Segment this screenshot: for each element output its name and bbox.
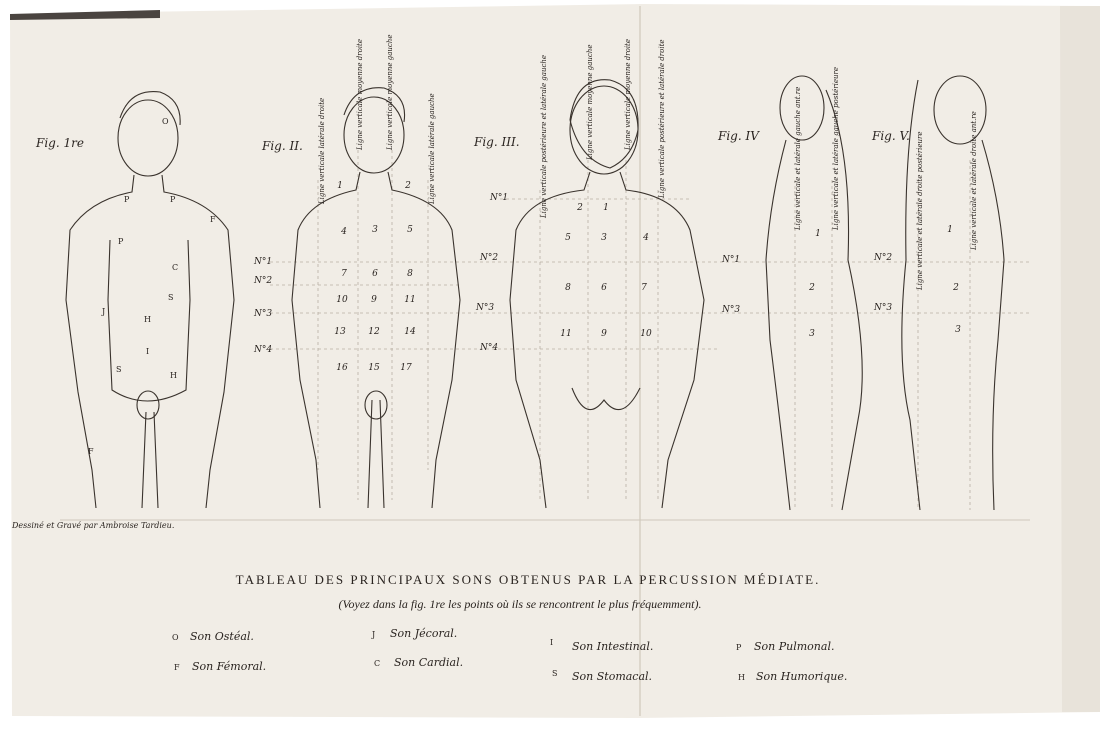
fig5-line-label: Ligne verticale et latérale droite ant.r… [970, 111, 978, 251]
fig3-line-label: Ligne verticale postérieure et latérale … [540, 55, 548, 219]
fig2-row-label: N°2 [253, 276, 272, 286]
fig1-marker: H [144, 315, 151, 324]
fig2-cell: 1 [337, 181, 343, 191]
plate-subtitle: (Voyez dans la fig. 1re les points où il… [339, 597, 702, 611]
fig3-row-label: N°4 [479, 343, 498, 353]
fig2-cell: 16 [336, 363, 348, 373]
fig3-row-label: N°3 [475, 303, 494, 313]
fig2-cell: 10 [336, 295, 348, 305]
fig3-cell: 5 [565, 233, 571, 243]
fig1-marker: P [118, 237, 124, 246]
fig1-marker: S [116, 365, 121, 374]
legend-label: Son Ostéal. [190, 630, 254, 643]
legend-key: C [374, 659, 380, 668]
fig2-cell: 3 [372, 225, 378, 235]
fig2-row-label: N°3 [253, 309, 272, 319]
fig4-cell: 2 [808, 283, 815, 293]
fig3-cell: 4 [642, 233, 649, 243]
fig3-cell: 7 [641, 283, 647, 293]
fig2-line-label: Ligne verticale latérale gauche [428, 93, 436, 205]
fig2-cell: 6 [372, 269, 378, 279]
fig1-marker: P [124, 195, 130, 204]
fig2-label: Fig. II. [261, 139, 303, 153]
fig2-cell: 5 [407, 225, 413, 235]
fig3-line-label: Ligne verticale moyenne gauche [586, 44, 594, 161]
fig2-cell: 9 [371, 295, 377, 305]
fig1-marker: P [170, 195, 176, 204]
fig1-label: Fig. 1re [35, 136, 84, 150]
fig4-cell: 3 [809, 329, 815, 339]
fig5-label: Fig. V. [871, 129, 910, 143]
legend-label: Son Fémoral. [192, 660, 266, 673]
legend-key: I [550, 638, 553, 647]
fig2-cell: 4 [340, 227, 347, 237]
fig2-cell: 11 [404, 295, 415, 305]
fig4-row-label: N°1 [721, 255, 740, 265]
fig2-row-label: N°4 [253, 345, 272, 355]
fig2-cell: 17 [400, 363, 412, 373]
fig5-cell: 2 [952, 283, 959, 293]
fig4-label: Fig. IV [717, 129, 760, 143]
legend-key: J [371, 630, 375, 639]
fig2-line-label: Ligne verticale latérale droite [318, 98, 326, 205]
fig5-cell: 1 [947, 225, 953, 235]
fig3-row-label: N°2 [479, 253, 498, 263]
legend-label: Son Cardial. [394, 656, 463, 669]
fig3-cell: 9 [601, 329, 607, 339]
fig2-line-label: Ligne verticale moyenne droite [356, 39, 364, 151]
fig3-line-label: Ligne verticale postérieure et latérale … [658, 39, 666, 199]
fig2-row-label: N°1 [253, 257, 272, 267]
fig5-row-label: N°2 [873, 253, 892, 263]
legend-key: P [736, 643, 742, 652]
fig4-row-label: N°3 [721, 305, 740, 315]
legend-label: Son Stomacal. [572, 670, 652, 683]
fig3-cell: 6 [601, 283, 607, 293]
fig1-marker: J [101, 307, 105, 316]
fig1-marker: I [146, 347, 149, 356]
fig2-cell: 13 [334, 327, 346, 337]
fig2-cell: 2 [404, 181, 411, 191]
fig5-row-label: N°3 [873, 303, 892, 313]
fig2-cell: 8 [407, 269, 413, 279]
legend-key: S [552, 669, 557, 678]
fig1-marker: F [88, 447, 94, 456]
engraver-credit: Dessiné et Gravé par Ambroise Tardieu. [11, 521, 174, 530]
fig1-marker: F [210, 215, 216, 224]
fig3-cell: 10 [640, 329, 652, 339]
fold-shadow [1060, 6, 1100, 712]
fig2-cell: 12 [368, 327, 380, 337]
fig1-marker: C [172, 263, 178, 272]
legend-label: Son Intestinal. [572, 640, 653, 653]
fig4-cell: 1 [815, 229, 821, 239]
fig3-row-label: N°1 [489, 193, 508, 203]
fig3-cell: 1 [603, 203, 609, 213]
legend-key: H [738, 673, 745, 682]
fig2-cell: 14 [404, 327, 416, 337]
legend-label: Son Humorique. [756, 670, 847, 683]
fig2-cell: 7 [341, 269, 347, 279]
fig4-line-label: Ligne verticale et latérale gauche posté… [832, 67, 840, 231]
fig5-cell: 3 [955, 325, 961, 335]
fig3-cell: 3 [601, 233, 607, 243]
fig3-line-label: Ligne verticale moyenne droite [624, 39, 632, 151]
fig1-marker: S [168, 293, 173, 302]
fig3-cell: 11 [560, 329, 571, 339]
plate-title: TABLEAU DES PRINCIPAUX SONS OBTENUS PAR … [236, 572, 821, 587]
fig2-line-label: Ligne verticale moyenne gauche [386, 34, 394, 151]
fig2-cell: 15 [368, 363, 380, 373]
fig4-line-label: Ligne verticale et latérale gauche ant.r… [794, 87, 802, 231]
fig3-cell: 8 [565, 283, 571, 293]
legend-key: O [172, 633, 179, 642]
fig5-line-label: Ligne verticale et latérale droite posté… [916, 131, 924, 291]
fig1-marker: H [170, 371, 177, 380]
legend-label: Son Pulmonal. [754, 640, 834, 653]
fig3-label: Fig. III. [473, 135, 520, 149]
legend-key: F [174, 663, 180, 672]
fig3-cell: 2 [576, 203, 583, 213]
legend-label: Son Jécoral. [390, 627, 457, 640]
fig1-marker: O [162, 117, 169, 126]
